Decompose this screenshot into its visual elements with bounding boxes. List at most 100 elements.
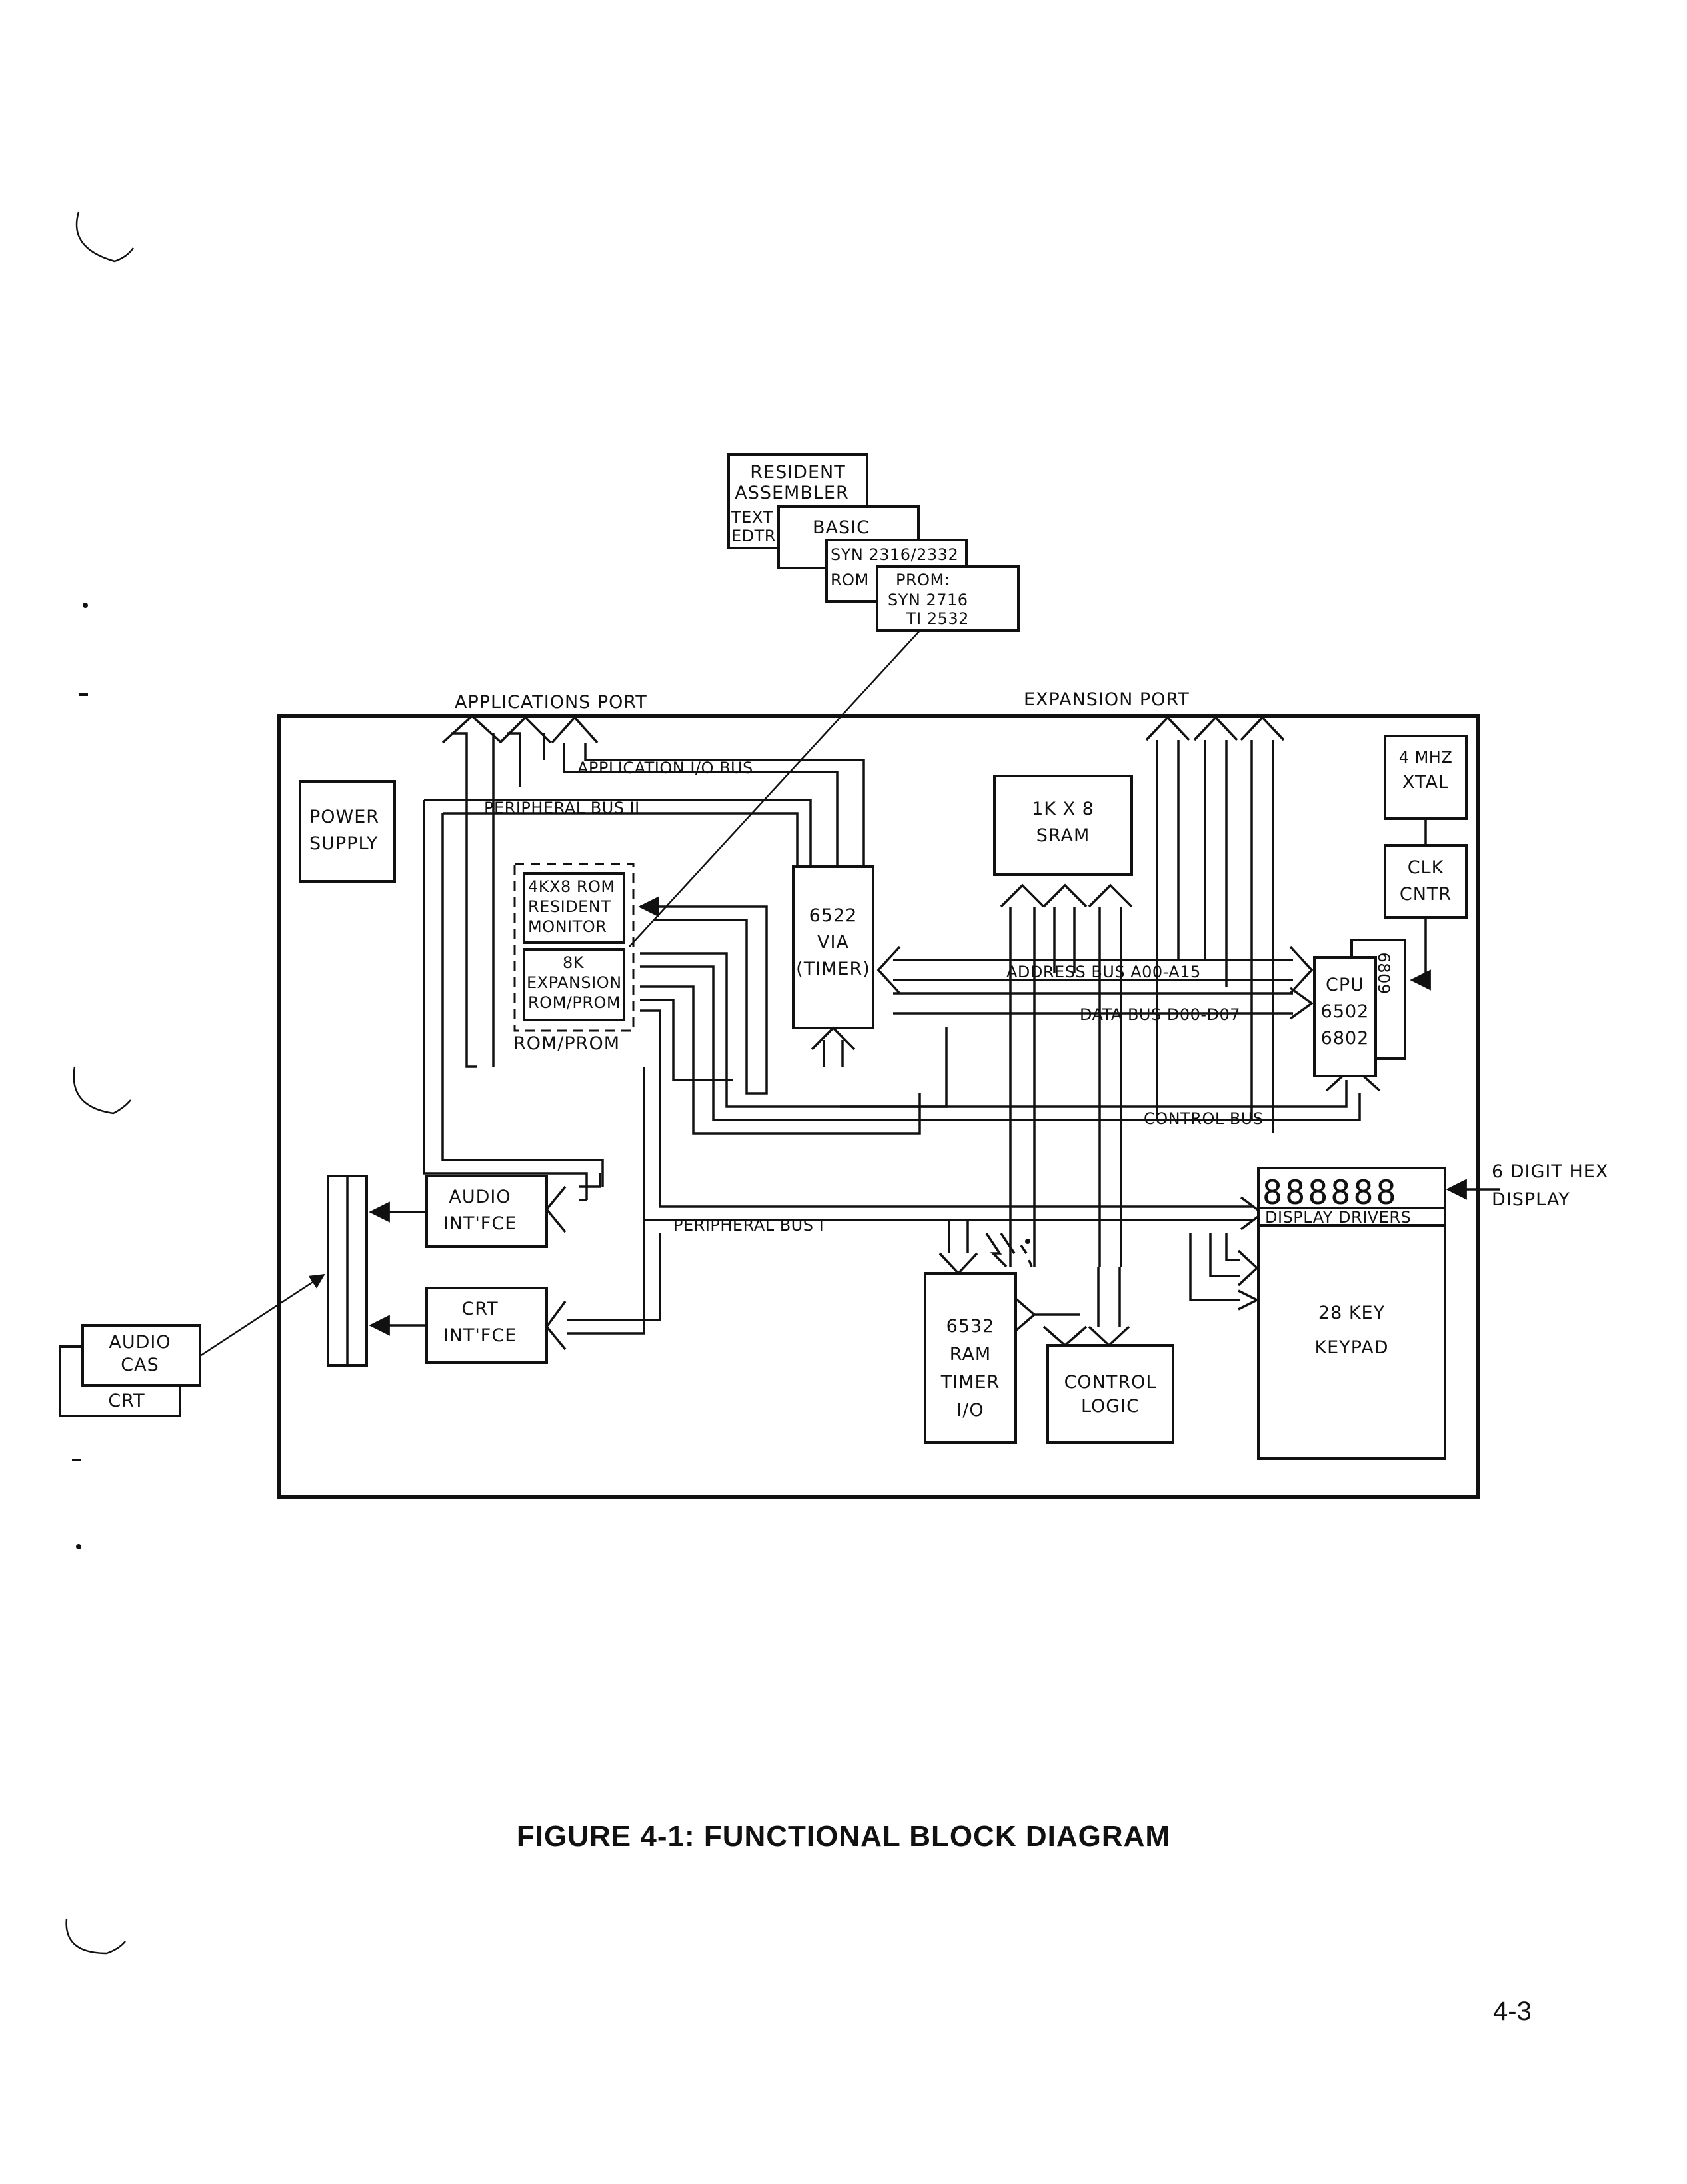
svg-text:ROM: ROM [831, 571, 869, 589]
expansion-rom-block [523, 948, 625, 1021]
expansion-port-label: EXPANSION PORT [1024, 689, 1190, 710]
audio-cassette-block [81, 1324, 201, 1387]
board-outline [277, 714, 1480, 1499]
keypad-bus-arrow-2 [1189, 1233, 1260, 1311]
svg-text:CRT: CRT [108, 1391, 145, 1411]
figure-caption: FIGURE 4-1: FUNCTIONAL BLOCK DIAGRAM [516, 1820, 1171, 1853]
svg-text:ASSEMBLER: ASSEMBLER [735, 483, 849, 503]
svg-text:EXPANSION: EXPANSION [527, 973, 622, 992]
svg-text:TIMER: TIMER [940, 1372, 1000, 1393]
svg-text:8K: 8K [563, 953, 585, 972]
svg-text:SYN 2316/2332: SYN 2316/2332 [831, 545, 958, 564]
seven-segment-digits: 888888 [1262, 1173, 1399, 1212]
via-up-arrow [811, 1026, 856, 1067]
svg-text:INT'FCE: INT'FCE [443, 1213, 517, 1234]
svg-text:EDTR: EDTR [731, 527, 776, 545]
svg-text:(TIMER): (TIMER) [796, 959, 870, 979]
applications-port-arrows [441, 714, 865, 1068]
svg-text:4KX8 ROM: 4KX8 ROM [528, 877, 615, 896]
control-bus-label: CONTROL BUS [1144, 1109, 1264, 1128]
expansion-port-arrows [1145, 715, 1285, 1133]
peripheral-bus-2-lines [424, 799, 812, 867]
svg-text:INT'FCE: INT'FCE [443, 1325, 517, 1346]
display-panel [1257, 1167, 1446, 1227]
svg-text:AUDIO: AUDIO [449, 1187, 511, 1207]
svg-text:XTAL: XTAL [1402, 772, 1449, 793]
application-io-bus-label: APPLICATION I/O BUS [577, 759, 753, 777]
svg-text:PROM:: PROM: [896, 571, 950, 589]
svg-text:SRAM: SRAM [1036, 825, 1090, 846]
riot-6532-block [924, 1272, 1017, 1444]
address-bus-label: ADDRESS BUS A00-A15 [1006, 963, 1201, 981]
svg-text:ROM/PROM: ROM/PROM [528, 993, 621, 1012]
applications-port-label: APPLICATIONS PORT [455, 692, 647, 713]
svg-text:4 MHZ: 4 MHZ [1399, 748, 1453, 767]
svg-text:6532: 6532 [946, 1316, 995, 1337]
svg-text:SYN 2716: SYN 2716 [888, 591, 968, 609]
svg-text:POWER: POWER [309, 807, 379, 827]
page-number: 4-3 [1493, 1997, 1532, 2026]
riot-squiggle-lines [985, 1233, 1033, 1268]
svg-text:CNTR: CNTR [1400, 884, 1452, 905]
peripheral-bus-1-label: PERIPHERAL BUS I [673, 1216, 824, 1235]
peripheral-bus-1-to-crt [567, 1220, 661, 1335]
control-logic-in-arrow [1042, 1325, 1088, 1347]
memory-options-stack: RESIDENT ASSEMBLER TEXT EDTR BASIC SYN 2… [727, 453, 1020, 632]
rom-prom-label: ROM/PROM [513, 1033, 620, 1054]
svg-text:1K X 8: 1K X 8 [1032, 799, 1094, 819]
address-bus-lines [893, 959, 1293, 981]
sram-bus-arrows [1000, 883, 1133, 1267]
svg-text:KEYPAD: KEYPAD [1314, 1337, 1388, 1358]
hex-display-label: 6 DIGIT HEX [1492, 1161, 1608, 1182]
xtal-block [1384, 735, 1468, 820]
svg-text:SUPPLY: SUPPLY [309, 833, 378, 854]
svg-text:28 KEY: 28 KEY [1318, 1303, 1385, 1323]
binder-hole-marks [65, 211, 135, 1955]
control-logic-block [1046, 1344, 1174, 1444]
riot-in-arrow [938, 1220, 978, 1275]
prom-block [876, 565, 1020, 632]
prom-socket-pointer [629, 630, 920, 947]
data-bus-label: DATA BUS D00-D07 [1080, 1005, 1240, 1024]
svg-text:CLK: CLK [1408, 857, 1444, 878]
svg-text:DISPLAY: DISPLAY [1492, 1189, 1570, 1210]
svg-text:VIA: VIA [817, 932, 849, 953]
svg-text:CPU: CPU [1326, 975, 1364, 995]
svg-text:TI 2532: TI 2532 [906, 609, 969, 628]
monitor-rom-block [523, 872, 625, 944]
svg-text:6802: 6802 [1321, 1028, 1370, 1049]
svg-text:RESIDENT: RESIDENT [528, 897, 611, 916]
svg-text:AUDIO: AUDIO [109, 1332, 171, 1353]
svg-text:MONITOR: MONITOR [528, 917, 607, 936]
svg-text:6522: 6522 [809, 905, 858, 926]
svg-text:RESIDENT: RESIDENT [750, 462, 845, 483]
riot-side-arrow [1014, 1297, 1080, 1332]
power-supply-block [299, 780, 396, 883]
rom-prom-group [513, 863, 635, 1032]
svg-text:CRT: CRT [461, 1299, 498, 1319]
external-connection-line [199, 1273, 325, 1357]
data-bus-arrowhead [1289, 987, 1314, 1020]
svg-text:6502: 6502 [1321, 1001, 1370, 1022]
svg-text:CAS: CAS [121, 1355, 159, 1375]
cpu-block [1313, 956, 1377, 1077]
audio-interface-block [425, 1175, 548, 1248]
svg-text:I/O: I/O [956, 1400, 984, 1421]
svg-text:CONTROL: CONTROL [1064, 1372, 1157, 1393]
svg-text:TEXT: TEXT [731, 508, 773, 527]
svg-text:6809: 6809 [1374, 952, 1393, 994]
svg-text:LOGIC: LOGIC [1081, 1396, 1140, 1417]
data-bus-lines [893, 992, 1293, 1015]
control-logic-in-arrow-2 [1088, 1267, 1130, 1347]
svg-text:BASIC: BASIC [813, 517, 870, 538]
audio-in-arrowhead [545, 1185, 567, 1233]
keypad-bus-arrow [1209, 1233, 1259, 1287]
sram-block [993, 775, 1133, 876]
via-6522-block [792, 865, 874, 1029]
crt-in-arrowhead [545, 1300, 567, 1351]
display-drivers-label: DISPLAY DRIVERS [1265, 1208, 1411, 1227]
peripheral-bus-1-lines [643, 1067, 1253, 1221]
clk-cntr-block [1384, 844, 1468, 919]
